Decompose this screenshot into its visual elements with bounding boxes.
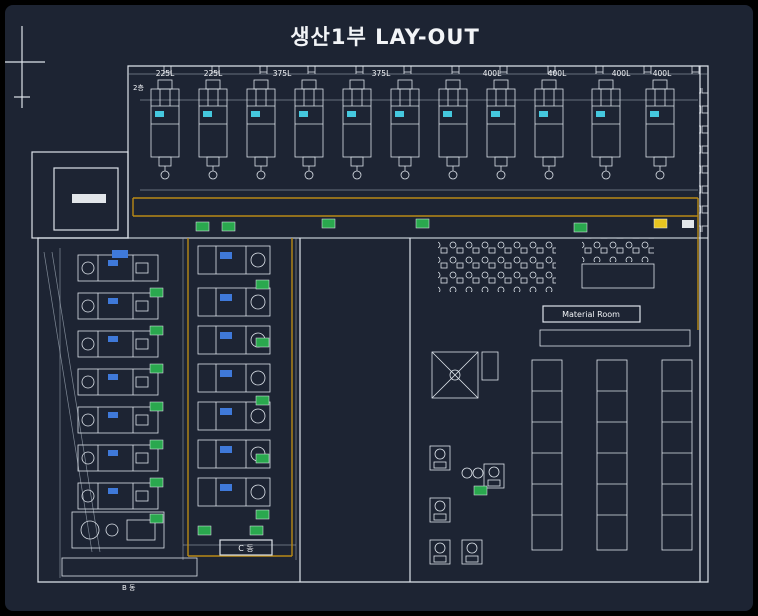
machine — [197, 245, 271, 275]
injection-machine — [486, 79, 516, 180]
desk-cluster — [582, 238, 654, 262]
machine-label: 225L — [204, 69, 223, 78]
injection-machine — [591, 79, 621, 180]
rack-column — [531, 359, 563, 551]
green-marker — [255, 395, 270, 406]
material-room: Material Room — [542, 305, 641, 323]
machine — [77, 254, 159, 282]
tank-pair — [461, 467, 484, 479]
machine — [197, 287, 271, 317]
blue-tag — [112, 250, 128, 258]
c-block-label-box — [219, 539, 273, 556]
injection-machine — [438, 79, 468, 180]
material-room-label: Material Room — [562, 310, 620, 319]
machine — [77, 330, 159, 358]
green-marker — [149, 363, 164, 374]
machine — [197, 401, 271, 431]
injection-machine — [246, 79, 276, 180]
green-marker — [415, 218, 430, 229]
white-marker — [682, 220, 694, 228]
green-marker — [149, 477, 164, 488]
status-markers — [149, 218, 694, 536]
injection-machine — [150, 79, 180, 180]
machine-label: 400L — [653, 69, 672, 78]
injection-machine — [342, 79, 372, 180]
column-ticks — [130, 66, 706, 74]
green-marker — [195, 221, 210, 232]
desk-cluster — [438, 240, 556, 292]
utility-machine — [429, 497, 451, 523]
floor-rack — [61, 557, 198, 577]
annex-room — [31, 151, 129, 239]
machine-label: 400L — [548, 69, 567, 78]
utility-machine — [429, 539, 451, 565]
green-marker — [473, 485, 488, 496]
machine — [77, 368, 159, 396]
rack-strip — [539, 329, 691, 347]
machine — [197, 363, 271, 393]
machine — [77, 292, 159, 320]
injection-machine — [198, 79, 228, 180]
green-marker — [321, 218, 336, 229]
building-walls — [37, 65, 709, 583]
green-marker — [149, 401, 164, 412]
injection-machine — [534, 79, 564, 180]
machine-label: 375L — [372, 69, 391, 78]
machine — [197, 477, 271, 507]
aisle-markings — [132, 197, 699, 557]
utility-machine — [429, 445, 451, 471]
utility-equipment — [429, 445, 505, 565]
green-marker — [255, 509, 270, 520]
green-marker — [149, 513, 164, 524]
machine — [77, 406, 159, 434]
injection-machine — [294, 79, 324, 180]
machine — [77, 444, 159, 472]
drawing-title: 생산1부 LAY-OUT — [290, 25, 480, 49]
machine-size-labels: 225L 225L 375L 375L 400L 400L 400L 400L — [156, 69, 672, 78]
office-area — [438, 238, 655, 292]
green-marker — [573, 222, 588, 233]
layout-drawing: 생산1부 LAY-OUT — [5, 25, 709, 592]
green-marker — [255, 337, 270, 348]
right-wall-ticks — [699, 88, 708, 232]
top-machine-row — [150, 79, 675, 180]
green-marker — [255, 453, 270, 464]
green-marker — [221, 221, 236, 232]
green-marker — [249, 525, 264, 536]
storage-racks — [531, 329, 693, 551]
utility-machine — [461, 539, 483, 565]
cad-viewport[interactable]: 생산1부 LAY-OUT — [5, 5, 753, 611]
green-marker — [149, 439, 164, 450]
cabinet-row — [581, 263, 655, 289]
machine — [77, 482, 159, 510]
green-marker — [197, 525, 212, 536]
machine-label: 375L — [273, 69, 292, 78]
utility-machine — [483, 463, 505, 489]
crosshair-cursor — [5, 26, 45, 108]
rack-column — [596, 359, 628, 551]
yellow-marker — [653, 218, 668, 229]
green-marker — [149, 325, 164, 336]
left-machine-column — [71, 250, 165, 549]
machine-label: 225L — [156, 69, 175, 78]
stairwell — [431, 351, 499, 399]
green-marker — [149, 287, 164, 298]
injection-machine — [645, 79, 675, 180]
floor-note: 2층 — [133, 83, 144, 92]
c-block-label: C 동 — [238, 544, 254, 553]
injection-machine — [390, 79, 420, 180]
b-block: B 동 — [61, 557, 198, 592]
c-block-machine-column: C 동 — [197, 245, 273, 556]
b-block-label: B 동 — [122, 584, 136, 592]
machine-label: 400L — [483, 69, 502, 78]
green-marker — [255, 279, 270, 290]
rack-column — [661, 359, 693, 551]
machine-label: 400L — [612, 69, 631, 78]
